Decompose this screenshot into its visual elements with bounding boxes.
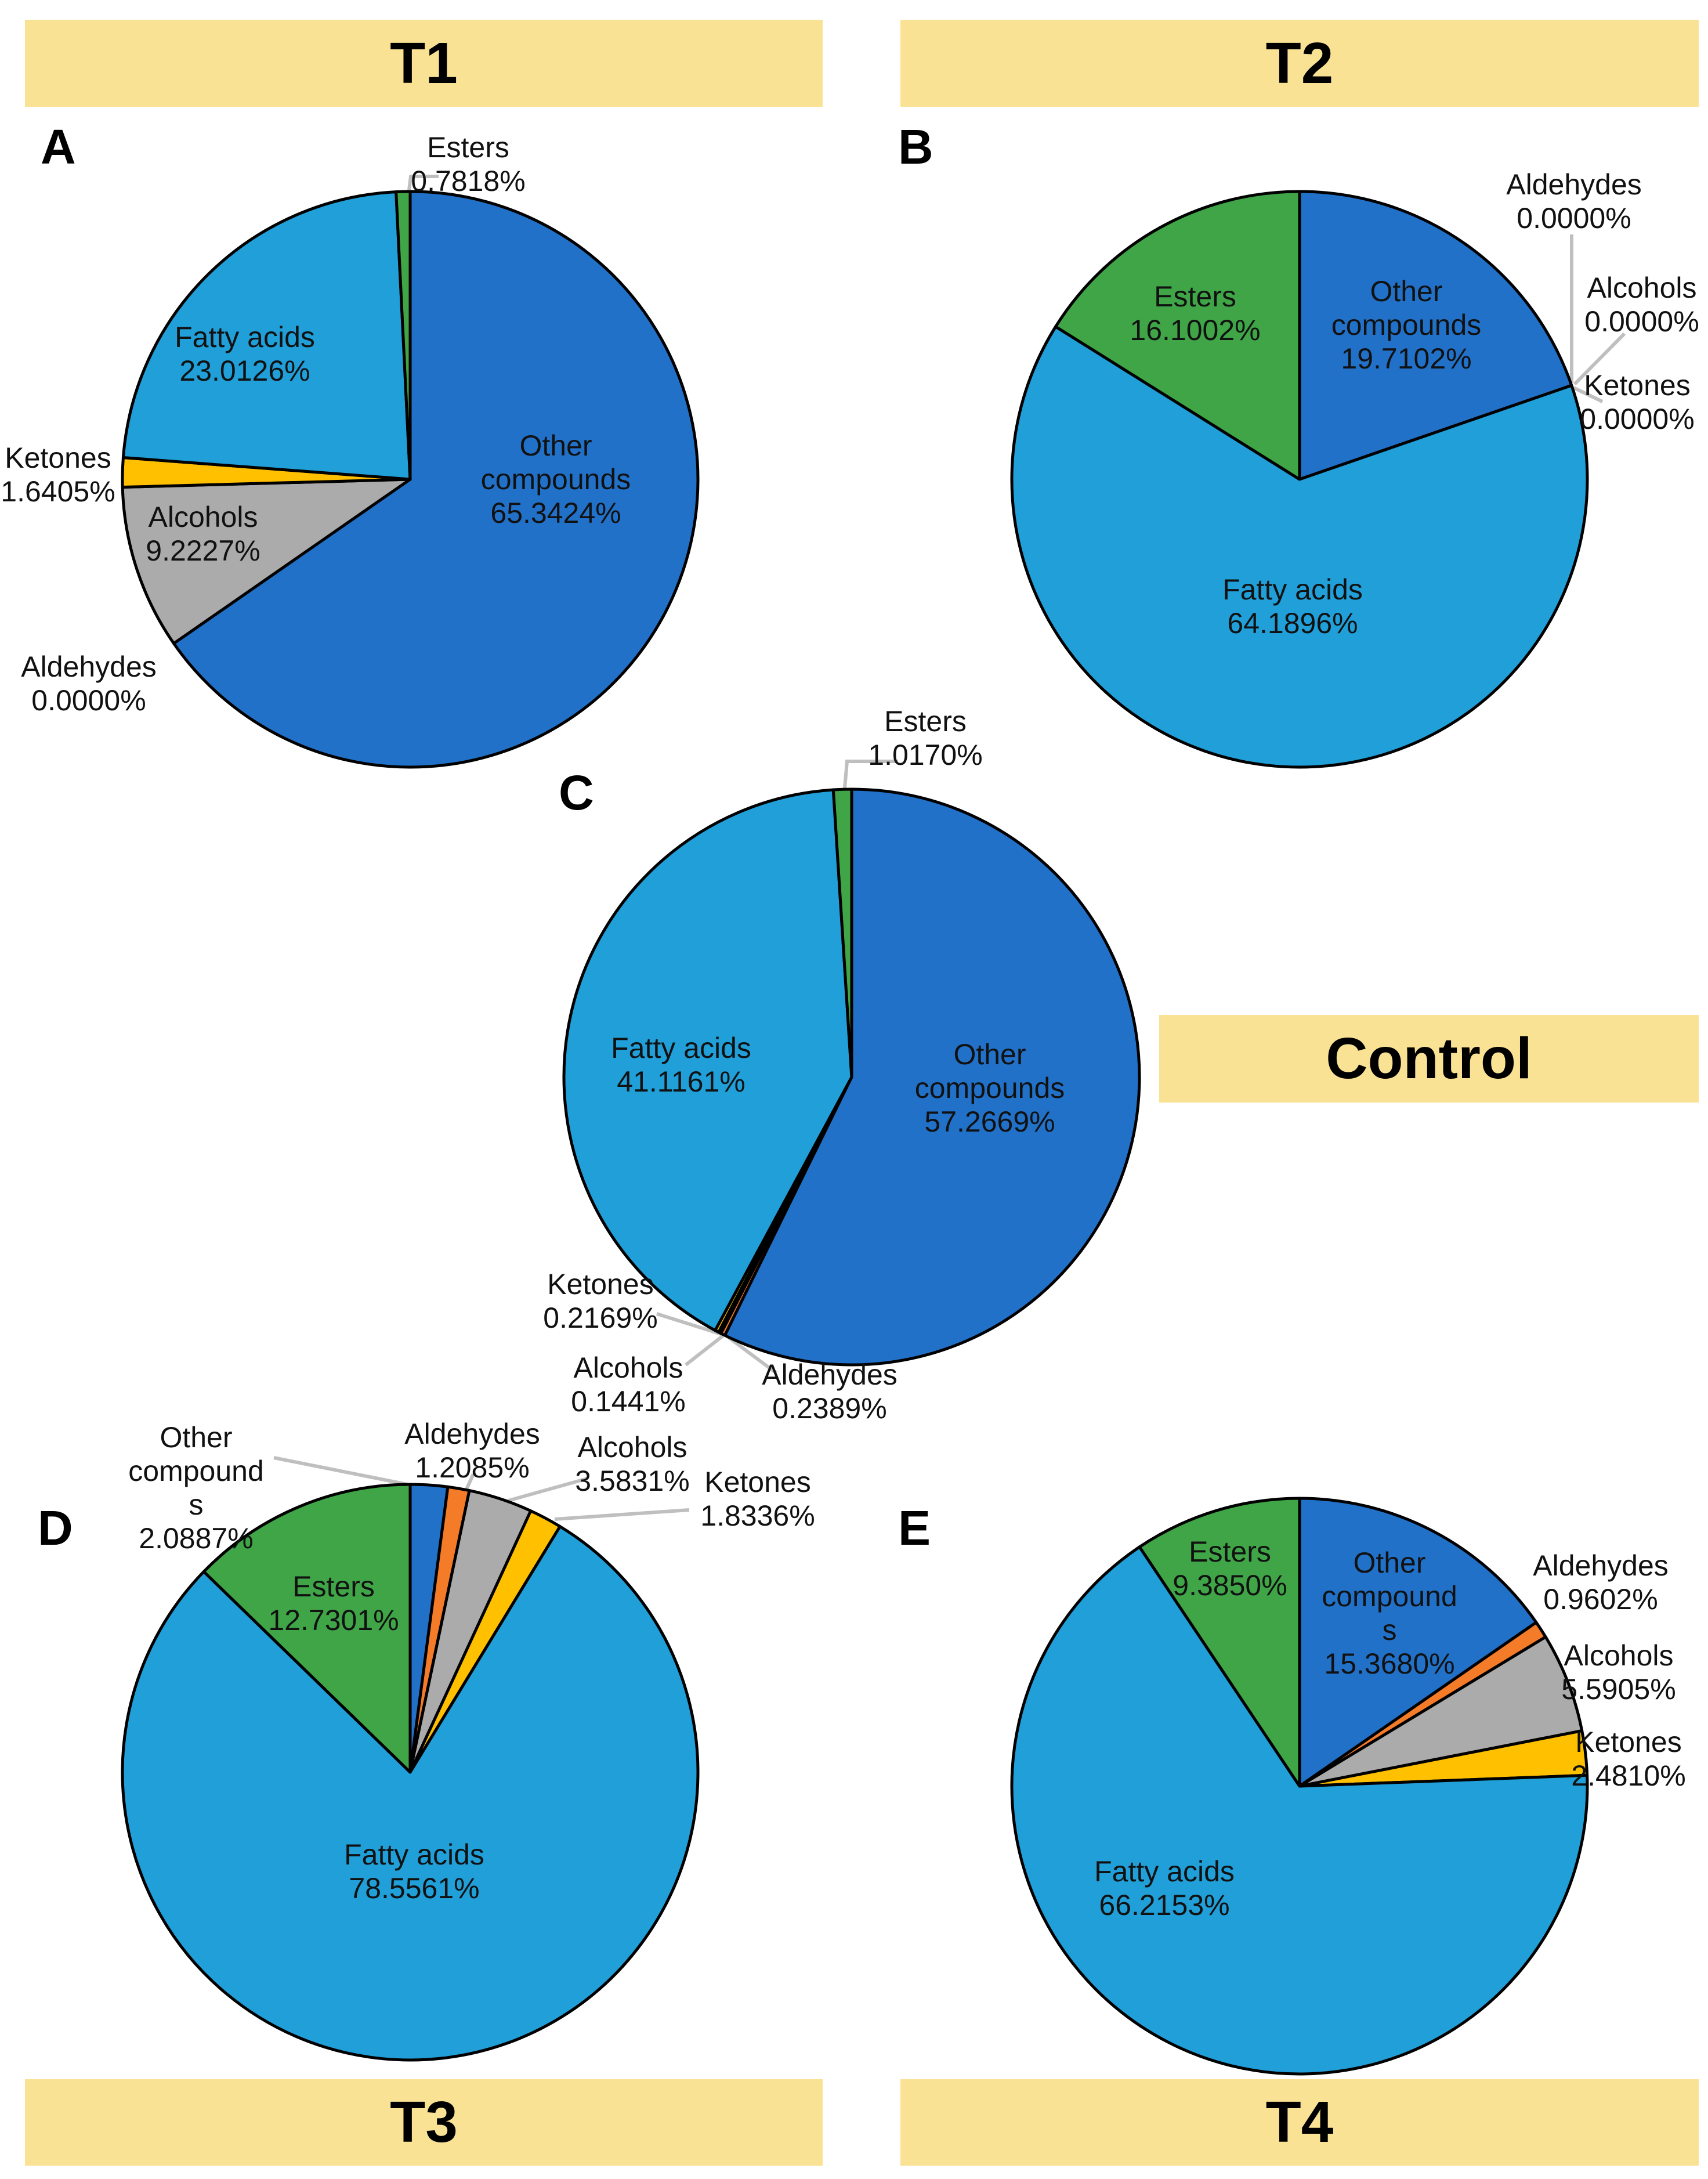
slice-label-a-aldehydes: Aldehydes 0.0000% (21, 651, 157, 717)
pie-chart-t1 (121, 190, 700, 769)
slice-label-b-aldehydes: Aldehydes 0.0000% (1506, 168, 1642, 234)
slice-label-c-other-compounds: Other compounds 57.2669% (914, 1038, 1065, 1138)
pie-chart-t2 (1010, 190, 1589, 769)
pie-slice-fatty-acids (1010, 325, 1589, 769)
pie-slice-other-compounds (723, 787, 1141, 1367)
panel-letter-a: A (41, 120, 76, 174)
slice-label-d-alcohols: Alcohols 3.5831% (575, 1431, 690, 1497)
slice-label-e-ketones: Ketones 2.4810% (1571, 1726, 1686, 1792)
pie-slice-fatty-acids (121, 190, 412, 481)
slice-label-b-fatty-acids: Fatty acids 64.1896% (1222, 573, 1363, 639)
pie-chart-t4 (1010, 1497, 1589, 2076)
slice-label-e-other-compounds: Other compound s 15.3680% (1322, 1546, 1457, 1680)
pie-slice-esters (1138, 1497, 1301, 1788)
banner-control: Control (1159, 1015, 1699, 1103)
slice-label-b-other-compounds: Other compounds 19.7102% (1331, 275, 1482, 375)
slice-label-b-esters: Esters 16.1002% (1130, 280, 1261, 346)
slice-label-e-esters: Esters 9.3850% (1173, 1535, 1287, 1602)
slice-label-b-alcohols: Alcohols 0.0000% (1584, 272, 1699, 338)
slice-label-d-other-compounds: Other compound s 2.0887% (128, 1421, 264, 1555)
slice-label-d-esters: Esters 12.7301% (268, 1570, 399, 1636)
banner-t2: T2 (900, 20, 1699, 107)
pie-slice-fatty-acids (1010, 1545, 1589, 2076)
panel-letter-c: C (559, 765, 594, 820)
slice-label-c-aldehydes: Aldehydes 0.2389% (762, 1358, 898, 1425)
pie-slice-esters (1054, 190, 1301, 481)
slice-label-d-aldehydes: Aldehydes 1.2085% (404, 1418, 540, 1484)
pie-slice-alcohols (1298, 1635, 1584, 1788)
slice-label-c-ketones: Ketones 0.2169% (543, 1268, 658, 1334)
banner-t4: T4 (900, 2079, 1699, 2166)
pie-slice-other-compounds (1298, 1497, 1538, 1788)
panel-letter-e: E (898, 1501, 931, 1555)
slice-label-a-fatty-acids: Fatty acids 23.0126% (175, 321, 315, 387)
panel-letter-d: D (38, 1501, 73, 1555)
pie-slice-fatty-acids (121, 1525, 700, 2062)
pie-slice-esters (831, 787, 853, 1079)
pie-slice-other-compounds (172, 190, 700, 769)
slice-label-a-ketones: Ketones 1.6405% (1, 442, 115, 508)
slice-label-d-fatty-acids: Fatty acids 78.5561% (344, 1838, 484, 1905)
pie-slice-esters (395, 190, 412, 481)
slice-label-e-fatty-acids: Fatty acids 66.2153% (1094, 1855, 1235, 1921)
slice-label-e-aldehydes: Aldehydes 0.9602% (1533, 1549, 1669, 1616)
slice-label-c-alcohols: Alcohols 0.1441% (571, 1352, 686, 1418)
pie-slice-alcohols (121, 478, 412, 645)
slice-label-c-esters: Esters 1.0170% (868, 705, 983, 771)
slice-label-d-ketones: Ketones 1.8336% (700, 1466, 815, 1532)
slice-label-a-other-compounds: Other compounds 65.3424% (480, 429, 631, 529)
slice-label-c-fatty-acids: Fatty acids 41.1161% (611, 1032, 751, 1098)
slice-label-a-alcohols: Alcohols 9.2227% (146, 501, 260, 567)
banner-t3: T3 (25, 2079, 823, 2166)
panel-letter-b: B (898, 120, 933, 174)
pie-slice-fatty-acids (562, 788, 853, 1332)
pie-chart-control (562, 787, 1141, 1367)
banner-t1: T1 (25, 20, 823, 107)
slice-label-a-esters: Esters 0.7818% (411, 131, 526, 197)
pie-slice-esters (202, 1483, 412, 1774)
pie-chart-t3 (121, 1483, 700, 2062)
slice-label-e-alcohols: Alcohols 5.5905% (1561, 1639, 1676, 1705)
slice-label-b-ketones: Ketones 0.0000% (1580, 369, 1695, 435)
